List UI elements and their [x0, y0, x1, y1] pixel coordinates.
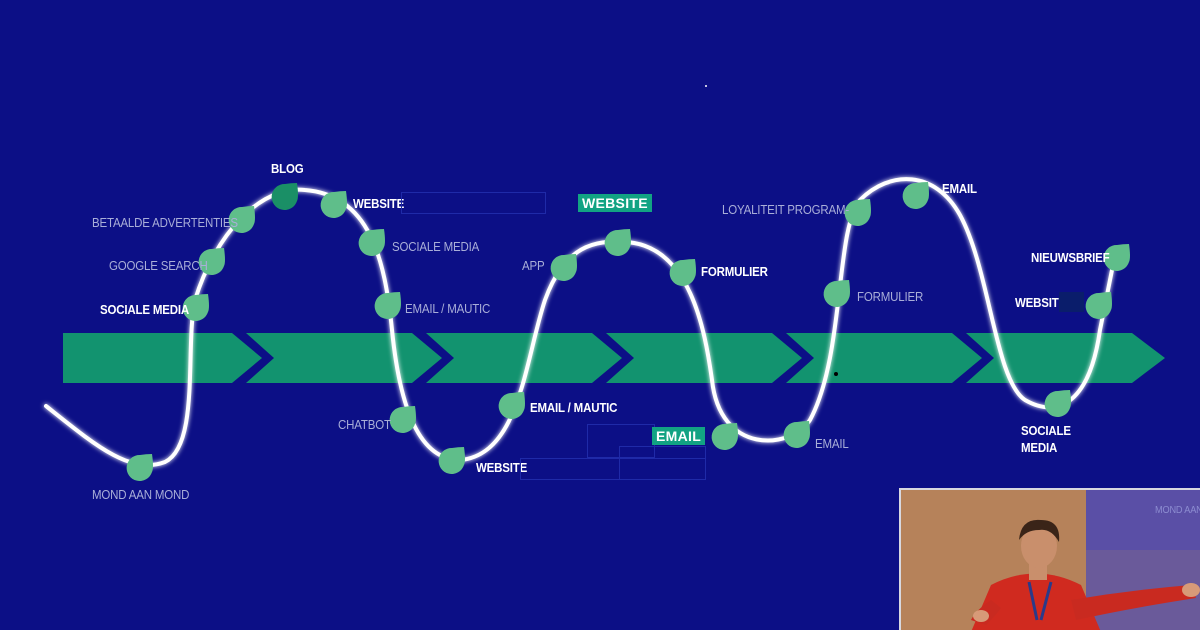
website-outline-box [401, 192, 546, 214]
webcam-overlay-text: MOND AAN MOND [1155, 505, 1200, 516]
tag-email: EMAIL [652, 427, 706, 445]
presenter-head [1021, 524, 1057, 568]
touchpoint-drop [783, 421, 810, 448]
label-mond-aan-mond: MOND AAN MOND [92, 488, 190, 502]
chevron-segment [966, 333, 1165, 383]
chevron-segment [786, 333, 982, 383]
label-blog: BLOG [271, 162, 304, 176]
label-website-1: WEBSITE [353, 197, 405, 211]
label-loyaliteit-programma: LOYALITEIT PROGRAM- [722, 203, 850, 217]
label-sociale-media-1: SOCIALE MEDIA [100, 303, 189, 317]
label-app: APP [522, 259, 545, 273]
touchpoint-drop [902, 182, 929, 209]
label-email-1: EMAIL [815, 437, 849, 451]
touchpoint-drop [1103, 244, 1130, 271]
touchpoint-drop [358, 229, 385, 256]
presenter-video [901, 490, 1200, 630]
touchpoint-drop [438, 447, 465, 474]
touchpoint-drop [389, 406, 416, 433]
projection [1086, 490, 1200, 550]
label-formulier-1: FORMULIER [701, 265, 768, 279]
presenter-hair [1019, 519, 1060, 542]
touchpoint-drop [320, 191, 347, 218]
tag-website: WEBSITE [578, 194, 652, 212]
dot-marker [705, 85, 707, 87]
presenter-body [971, 573, 1101, 630]
presenter-hand-left [973, 610, 989, 622]
label-website-2: WEBSITE [476, 461, 528, 475]
label-website-3: WEBSITE [1015, 296, 1067, 310]
touchpoint-markers [126, 182, 1130, 481]
touchpoint-drop [182, 294, 209, 321]
touchpoint-drop [1044, 390, 1071, 417]
dot-marker [834, 372, 838, 376]
label-sociale-media-2: SOCIALE MEDIA [392, 240, 480, 254]
label-nieuwsbrief: NIEUWSBRIEF [1031, 251, 1110, 265]
chevron-segment [606, 333, 802, 383]
chevron-segment [246, 333, 442, 383]
lanyard [1027, 581, 1039, 621]
lanyard [1039, 581, 1053, 621]
label-email-2: EMAIL [942, 182, 977, 196]
label-google-search: GOOGLE SEARCH [109, 259, 208, 273]
touchpoint-drop [844, 199, 871, 226]
label-sociale-media-3-line1: SOCIALE [1021, 424, 1071, 438]
touchpoint-drop [271, 183, 298, 210]
touchpoint-drop [198, 248, 225, 275]
webcam-inset: MOND AAN MOND [899, 488, 1200, 630]
presenter-arm [1071, 585, 1196, 620]
presenter-neck [1029, 564, 1047, 580]
touchpoint-drop [604, 229, 631, 256]
label-sociale-media-3-line2: MEDIA [1021, 441, 1058, 455]
label-betaalde-advertenties: BETAALDE ADVERTENTIES [92, 216, 238, 230]
email-outline-box-2 [587, 424, 655, 458]
touchpoint-drop [669, 259, 696, 286]
touchpoint-drop [1085, 292, 1112, 319]
presenter-hand [1182, 583, 1200, 597]
touchpoint-drop [374, 292, 401, 319]
label-formulier-2: FORMULIER [857, 290, 924, 304]
touchpoint-drop [126, 454, 153, 481]
email-outline-box [619, 446, 706, 480]
website-dark-box [1059, 292, 1084, 312]
chevron-arrow-band [63, 333, 1165, 383]
label-chatbot: CHATBOT [338, 418, 391, 432]
label-email-mautic-1: EMAIL / MAUTIC [405, 302, 491, 316]
chevron-segment [63, 333, 262, 383]
touchpoint-drop [550, 254, 577, 281]
touchpoint-drop [823, 280, 850, 307]
chevron-segment [426, 333, 622, 383]
touchpoint-drop [498, 392, 525, 419]
touchpoint-drop [228, 206, 255, 233]
touchpoint-drop [711, 423, 738, 450]
label-email-mautic-2: EMAIL / MAUTIC [530, 401, 618, 415]
